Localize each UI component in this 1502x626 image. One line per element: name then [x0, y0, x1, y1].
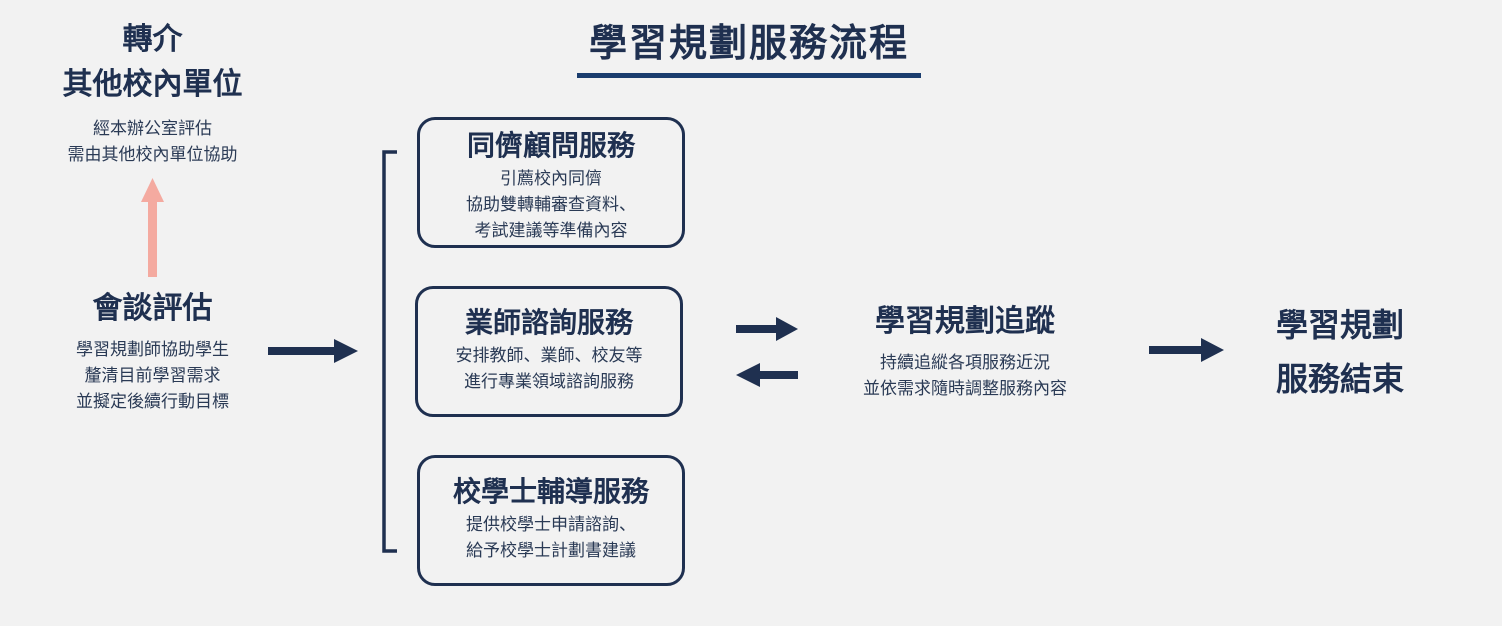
tracking-to-services-arrow [736, 363, 798, 387]
referral-desc-line1: 經本辦公室評估 [93, 119, 212, 139]
service-desc-line: 協助雙轉輔審查資料、 [466, 195, 636, 215]
interview-desc-line1: 學習規劃師協助學生 [76, 340, 229, 360]
services-bracket [382, 150, 397, 553]
referral-head-line2: 其他校內單位 [62, 67, 243, 102]
service-box-mentor: 業師諮詢服務 安排教師、業師、校友等 進行專業領域諮詢服務 [415, 286, 683, 417]
tracking-desc-line2: 並依需求隨時調整服務內容 [863, 379, 1067, 399]
tracking-head: 學習規劃追蹤 [875, 304, 1055, 339]
referral-desc-line2: 需由其他校內單位協助 [67, 145, 238, 165]
services-to-tracking-arrow [736, 317, 798, 341]
interview-head: 會談評估 [92, 291, 213, 326]
service-desc-line: 考試建議等準備內容 [474, 221, 628, 241]
interview-node: 會談評估 學習規劃師協助學生 釐清目前學習需求 並擬定後續行動目標 [20, 287, 285, 415]
end-node: 學習規劃 服務結束 [1240, 300, 1440, 404]
service-desc-line: 安排教師、業師、校友等 [455, 346, 643, 366]
page-title: 學習規劃服務流程 [577, 18, 921, 78]
tracking-to-end-arrow [1149, 338, 1224, 362]
service-head: 同儕顧問服務 [466, 129, 635, 162]
service-head: 校學士輔導服務 [452, 475, 649, 508]
service-box-bachelor: 校學士輔導服務 提供校學士申請諮詢、 給予校學士計劃書建議 [417, 455, 685, 586]
interview-desc-line3: 並擬定後續行動目標 [76, 392, 229, 412]
title-underline [577, 73, 921, 78]
service-desc-line: 提供校學士申請諮詢、 [466, 515, 636, 535]
service-head: 業師諮詢服務 [464, 306, 633, 339]
page-title-text: 學習規劃服務流程 [588, 21, 909, 65]
tracking-node: 學習規劃追蹤 持續追縱各項服務近況 並依需求隨時調整服務內容 [820, 300, 1110, 402]
interview-desc-line2: 釐清目前學習需求 [84, 366, 221, 386]
interview-to-services-arrow [268, 339, 358, 363]
service-desc-line: 給予校學士計劃書建議 [466, 541, 636, 561]
end-head-line1: 學習規劃 [1275, 306, 1404, 344]
referral-node: 轉介 其他校內單位 經本辦公室評估 需由其他校內單位協助 [20, 18, 285, 168]
referral-head-line1: 轉介 [122, 22, 183, 57]
service-box-peer: 同儕顧問服務 引薦校內同儕 協助雙轉輔審查資料、 考試建議等準備內容 [417, 117, 685, 248]
service-desc-line: 進行專業領域諮詢服務 [464, 372, 634, 392]
service-desc-line: 引薦校內同儕 [500, 169, 602, 189]
referral-up-arrow [141, 178, 164, 277]
end-head-line2: 服務結束 [1275, 360, 1404, 398]
tracking-desc-line1: 持續追縱各項服務近況 [880, 353, 1050, 373]
